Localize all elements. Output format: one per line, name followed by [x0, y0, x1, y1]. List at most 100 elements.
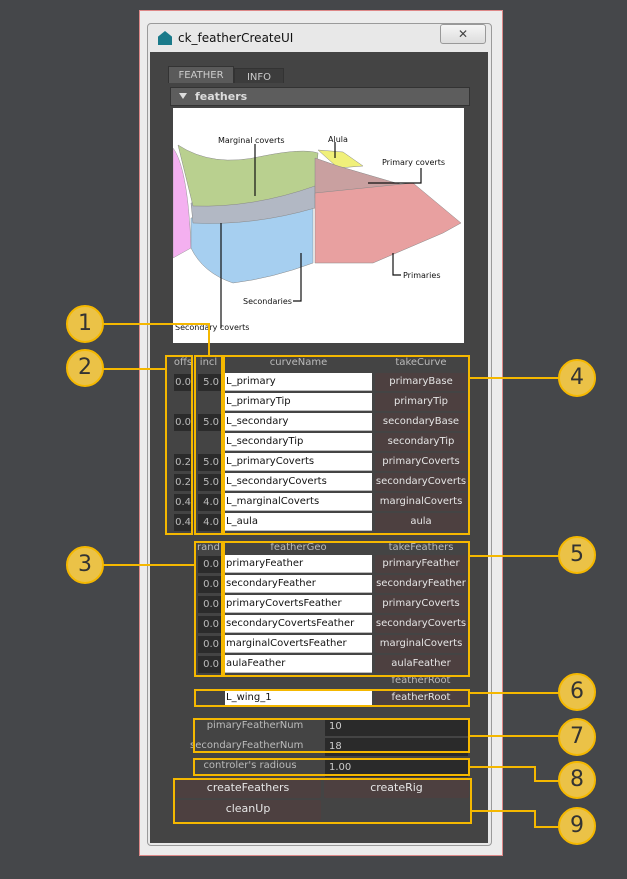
feather-geo-field[interactable]: primaryFeather — [225, 555, 372, 573]
curve-name-field[interactable]: L_primary — [225, 373, 372, 391]
take-curve-button[interactable]: secondaryBase — [375, 413, 467, 431]
feather-geo-field[interactable]: secondaryCovertsFeather — [225, 615, 372, 633]
take-curve-button[interactable]: primaryBase — [375, 373, 467, 391]
label-secondaries: Secondaries — [243, 297, 292, 306]
label-primaries: Primaries — [403, 271, 441, 280]
feathers-header-takeFeathers: takeFeathers — [388, 542, 454, 553]
take-curve-button[interactable]: secondaryCoverts — [375, 473, 467, 491]
callout-line-3 — [100, 564, 195, 566]
offset-field[interactable]: 0.0 — [174, 374, 193, 391]
feather-geo-field[interactable]: marginalCovertsFeather — [225, 635, 372, 653]
random-field[interactable]: 0.0 — [198, 596, 221, 613]
feathers-frame-header[interactable]: feathers — [170, 87, 470, 106]
primary-feather-num-field[interactable]: 10 — [325, 718, 468, 736]
callout-marker-9: 9 — [558, 807, 596, 845]
clean-up-button[interactable]: cleanUp — [175, 800, 321, 820]
callout-box-5 — [223, 541, 470, 677]
callout-box-7 — [193, 718, 470, 753]
close-x-icon: ✕ — [457, 27, 469, 41]
incline-field[interactable]: 5.0 — [198, 374, 221, 391]
offset-field[interactable]: 0.4 — [174, 514, 193, 531]
callout-marker-3: 3 — [66, 546, 104, 584]
incline-field[interactable]: 4.0 — [198, 494, 221, 511]
curve-name-field[interactable]: L_aula — [225, 513, 372, 531]
incline-field[interactable]: 4.0 — [198, 514, 221, 531]
curve-name-field[interactable]: L_secondaryTip — [225, 433, 372, 451]
controller-radius-label: controler's radious — [203, 760, 297, 771]
take-feathers-button[interactable]: aulaFeather — [375, 655, 467, 673]
callout-box-6 — [194, 689, 470, 707]
label-primary-coverts: Primary coverts — [382, 158, 445, 167]
feather-geo-field[interactable]: secondaryFeather — [225, 575, 372, 593]
callout-marker-7: 7 — [558, 718, 596, 756]
curve-name-field[interactable]: L_secondary — [225, 413, 372, 431]
curve-name-field[interactable]: L_secondaryCoverts — [225, 473, 372, 491]
take-curve-button[interactable]: primaryCoverts — [375, 453, 467, 471]
take-curve-button[interactable]: primaryTip — [375, 393, 467, 411]
create-rig-button[interactable]: createRig — [324, 779, 469, 798]
offset-field[interactable]: 0.2 — [174, 454, 193, 471]
take-curve-button[interactable]: secondaryTip — [375, 433, 467, 451]
callout-line-8b — [534, 766, 536, 781]
take-feathers-button[interactable]: marginalCoverts — [375, 635, 467, 653]
callout-marker-4: 4 — [558, 359, 596, 397]
take-curve-button[interactable]: marginalCoverts — [375, 493, 467, 511]
primary-feather-num-label: pimaryFeatherNum — [206, 720, 304, 731]
callout-line-9c — [534, 826, 560, 828]
close-button[interactable]: ✕ — [440, 24, 486, 44]
feather-root-header: featherRoot — [391, 675, 451, 686]
random-field[interactable]: 0.0 — [198, 636, 221, 653]
offset-field[interactable]: 0.2 — [174, 474, 193, 491]
feather-geo-field[interactable]: aulaFeather — [225, 655, 372, 673]
callout-box-8 — [193, 758, 470, 776]
curves-header-curveName: curveName — [269, 357, 328, 368]
secondary-feather-num-label: secondaryFeatherNum — [190, 740, 304, 751]
controller-radius-field[interactable]: 1.00 — [325, 759, 468, 777]
callout-line-5 — [470, 555, 560, 557]
callout-box-1 — [194, 355, 223, 535]
curve-name-field[interactable]: L_primaryTip — [225, 393, 372, 411]
random-field[interactable]: 0.0 — [198, 576, 221, 593]
feather-geo-field[interactable]: primaryCovertsFeather — [225, 595, 372, 613]
incline-field[interactable]: 5.0 — [198, 414, 221, 431]
callout-line-1 — [100, 323, 209, 325]
incline-field[interactable]: 5.0 — [198, 454, 221, 471]
tab-feather[interactable]: FEATHER — [168, 66, 234, 83]
callout-line-8 — [470, 766, 535, 768]
callout-line-6 — [470, 692, 560, 694]
take-curve-button[interactable]: aula — [375, 513, 467, 531]
curves-header-incl: incl — [199, 357, 218, 368]
label-alula: Alula — [328, 135, 348, 144]
window-title: ck_featherCreateUI — [178, 31, 294, 45]
create-feathers-button[interactable]: createFeathers — [175, 779, 321, 798]
callout-line-4 — [470, 377, 560, 379]
callout-marker-5: 5 — [558, 536, 596, 574]
tab-info[interactable]: INFO — [234, 68, 284, 83]
callout-line-8c — [534, 780, 560, 782]
curve-name-field[interactable]: L_primaryCoverts — [225, 453, 372, 471]
collapse-triangle-icon[interactable] — [179, 93, 187, 99]
callout-marker-1: 1 — [66, 305, 104, 343]
random-field[interactable]: 0.0 — [198, 656, 221, 673]
label-secondary-coverts: Secondary coverts — [175, 323, 249, 332]
feathers-header-featherGeo: featherGeo — [270, 542, 327, 553]
label-marginal-coverts: Marginal coverts — [218, 136, 285, 145]
take-feathers-button[interactable]: secondaryCoverts — [375, 615, 467, 633]
callout-line-9 — [472, 810, 535, 812]
callout-line-9b — [534, 810, 536, 827]
take-feathers-button[interactable]: primaryFeather — [375, 555, 467, 573]
callout-box-9 — [173, 778, 472, 824]
offset-field[interactable]: 0.0 — [174, 414, 193, 431]
callout-box-3 — [194, 541, 223, 677]
curve-name-field[interactable]: L_marginalCoverts — [225, 493, 372, 511]
random-field[interactable]: 0.0 — [198, 556, 221, 573]
offset-field[interactable]: 0.4 — [174, 494, 193, 511]
take-feathers-button[interactable]: primaryCoverts — [375, 595, 467, 613]
callout-box-2 — [165, 355, 193, 535]
wing-diagram: Marginal coverts Alula Primary coverts P… — [172, 108, 464, 343]
feather-root-button[interactable]: featherRoot — [375, 689, 467, 707]
incline-field[interactable]: 5.0 — [198, 474, 221, 491]
take-feathers-button[interactable]: secondaryFeather — [375, 575, 467, 593]
callout-line-2 — [100, 368, 166, 370]
random-field[interactable]: 0.0 — [198, 616, 221, 633]
